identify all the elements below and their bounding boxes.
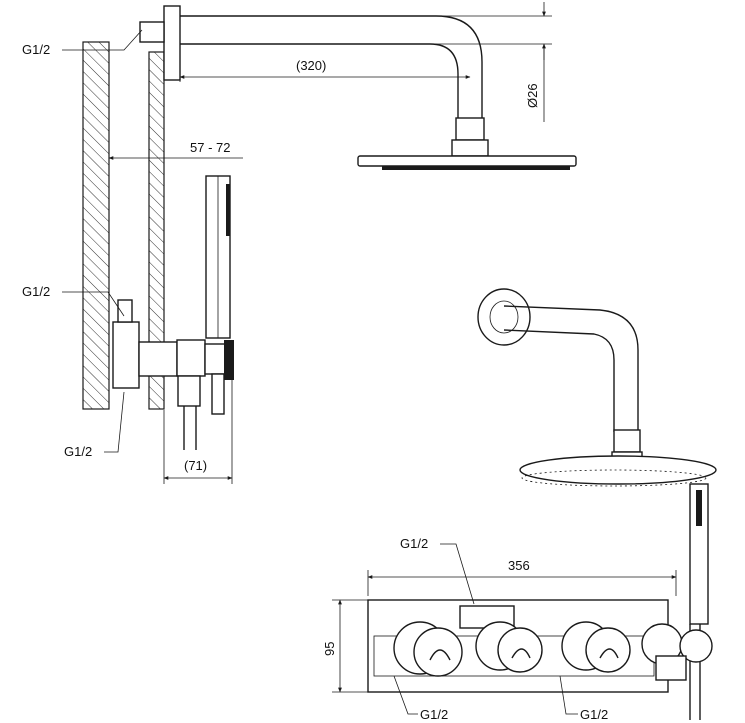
- wall-hatched-right: [148, 51, 165, 410]
- arm-connector: [139, 21, 165, 43]
- label-thread-top: G1/2: [22, 42, 50, 57]
- label-thread-panel-bottom-left: G1/2: [420, 707, 448, 722]
- dim-head-diameter: Ø26: [525, 83, 540, 108]
- arm-wall-rosette: [477, 288, 531, 346]
- hand-shower-perspective: [689, 483, 709, 625]
- valve-inlet: [117, 299, 133, 323]
- arm-perspective: [503, 305, 639, 432]
- arm-nut: [455, 117, 485, 141]
- shower-head-underside: [521, 469, 707, 487]
- arm-wall-flange: [163, 5, 181, 81]
- label-thread-panel-top: G1/2: [400, 536, 428, 551]
- shower-head-perspective: [519, 455, 717, 485]
- arm-perspective-nut: [613, 429, 641, 453]
- hand-shower-spray-face: [226, 184, 230, 236]
- dim-panel-width: 356: [508, 558, 530, 573]
- holder-bracket: [204, 343, 228, 375]
- outlet-elbow: [138, 341, 178, 377]
- label-thread-panel-bottom-right: G1/2: [580, 707, 608, 722]
- head-mount: [451, 139, 489, 157]
- dim-wall-depth: 57 - 72: [190, 140, 230, 155]
- valve-handle-3: [561, 621, 631, 673]
- perspective-view: 356 95 G1/2 G1/2 G1/2: [322, 288, 717, 722]
- dim-panel-height: 95: [322, 642, 337, 656]
- shower-head-side: [357, 155, 577, 167]
- side-view: Ø26 (320) G1/2 57 - 72 G1/2 G1/2: [22, 2, 577, 484]
- label-thread-mid: G1/2: [22, 284, 50, 299]
- dim-arm-length: (320): [296, 58, 326, 73]
- hose-connector: [177, 375, 201, 407]
- valve-body-left: [112, 321, 140, 389]
- holder-knob: [224, 340, 234, 380]
- outlet-holder: [176, 339, 206, 377]
- valve-handle-2: [475, 621, 543, 673]
- panel-outlet: [641, 623, 713, 681]
- valve-handle-1: [393, 621, 463, 677]
- dim-handshower-offset: (71): [184, 458, 207, 473]
- head-nozzles: [382, 166, 570, 170]
- hose-nut: [211, 373, 225, 415]
- wall-hatched-left: [82, 41, 110, 410]
- shower-arm: [180, 15, 483, 118]
- label-thread-low: G1/2: [64, 444, 92, 459]
